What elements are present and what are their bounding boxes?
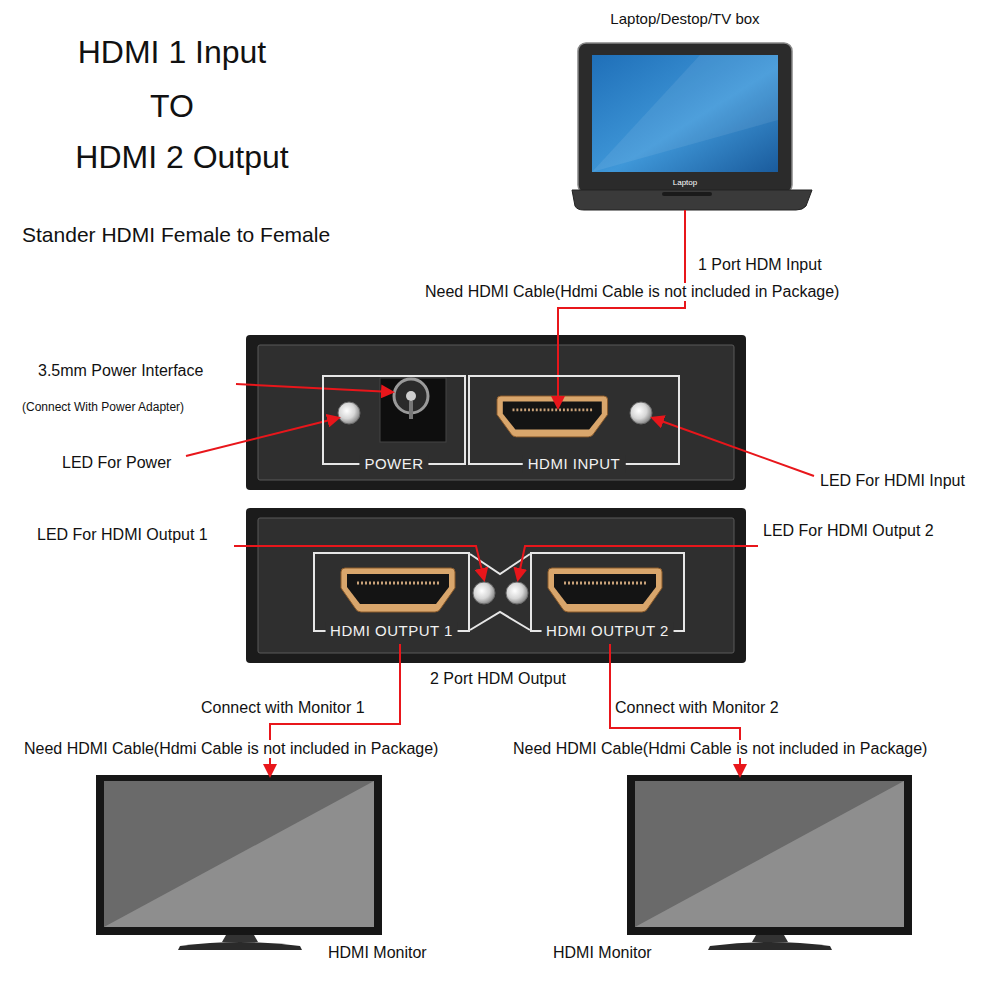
output-led	[473, 582, 495, 604]
laptop-device: Laptop/Destop/TV boxLaptop	[578, 43, 792, 210]
leader-line	[236, 384, 392, 392]
power-jack	[380, 378, 446, 442]
port-frame: HDMI INPUT	[468, 375, 680, 465]
input-led	[630, 402, 652, 424]
cable-note: Need HDMI Cable(Hdmi Cable is not includ…	[511, 740, 929, 758]
callout-note: (Connect With Power Adapter)	[22, 401, 184, 415]
callout-label: LED For HDMI Output 1	[37, 526, 208, 544]
laptop-base	[572, 190, 812, 210]
hdmi-monitor: HDMI Monitor	[96, 775, 382, 935]
port-frame: POWER	[322, 375, 466, 465]
node-text: HDMI OUTPUT 1	[325, 622, 458, 640]
monitor-illustration	[627, 775, 912, 950]
callout-label: 2 Port HDM Output	[430, 670, 566, 688]
power-led	[338, 402, 360, 424]
callout-label: 3.5mm Power Interface	[38, 362, 203, 380]
monitor-bezel	[96, 775, 382, 935]
leader-line	[518, 546, 758, 579]
leader-lines	[186, 384, 814, 579]
node-text: HDMI INPUT	[523, 455, 626, 473]
cable-note: Need HDMI Cable(Hdmi Cable is not includ…	[22, 740, 440, 758]
rear-panel	[246, 508, 746, 663]
callout-label: Connect with Monitor 2	[615, 699, 779, 717]
port-frame: HDMI OUTPUT 2	[530, 552, 685, 632]
cable-note: Need HDMI Cable(Hdmi Cable is not includ…	[423, 283, 841, 301]
hdmi-input-port	[497, 396, 608, 437]
laptop-lid	[578, 43, 792, 193]
callout-label: 1 Port HDM Input	[698, 256, 822, 274]
leader-line	[653, 418, 814, 476]
node-text: Laptop	[673, 177, 697, 189]
laptop-illustration	[572, 43, 812, 210]
node-text: POWER	[359, 455, 428, 473]
callout-label: Connect with Monitor 1	[201, 699, 365, 717]
leader-line	[186, 418, 338, 456]
hdmi-cable-connector	[558, 210, 685, 407]
node-text: HDMI Monitor	[328, 944, 427, 962]
node-text: Laptop/Destop/TV box	[610, 10, 759, 27]
node-text: HDMI Monitor	[553, 944, 652, 962]
monitor-illustration	[96, 775, 382, 950]
front-panel	[246, 335, 746, 490]
diagram-heading: TO	[150, 88, 194, 125]
callout-label: LED For HDMI Output 2	[763, 522, 934, 540]
port-frame: HDMI OUTPUT 1	[313, 552, 470, 632]
diagram-heading: HDMI 2 Output	[75, 139, 288, 176]
panel-housing	[246, 335, 746, 490]
callout-label: LED For Power	[62, 454, 171, 472]
hdmi-output-port	[548, 568, 662, 612]
output-led	[506, 582, 528, 604]
hdmi-monitor: HDMI Monitor	[627, 775, 912, 935]
laptop-screen	[592, 55, 778, 172]
diagram-heading: HDMI 1 Input	[78, 34, 267, 71]
hdmi-output-port	[341, 568, 455, 612]
node-text: HDMI OUTPUT 2	[541, 622, 674, 640]
callout-label: LED For HDMI Input	[820, 472, 965, 490]
leader-line	[234, 546, 484, 579]
monitor-bezel	[627, 775, 912, 935]
subtitle: Stander HDMI Female to Female	[22, 223, 330, 247]
panel-housing	[246, 508, 746, 663]
